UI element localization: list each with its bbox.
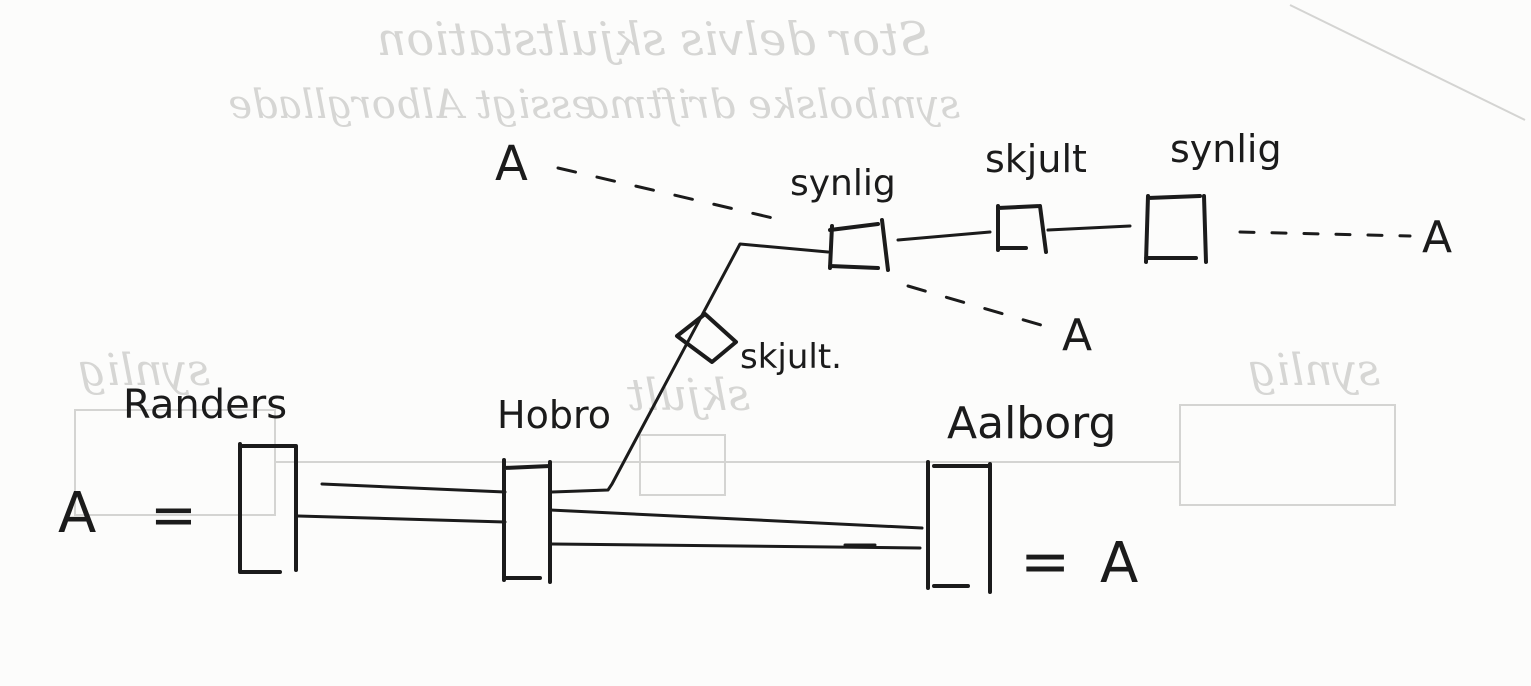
track-skjult1-synlig2 — [1046, 224, 1132, 232]
label-a-top-left: A — [495, 136, 528, 192]
ghost-layer: Stor delvis skjultstation symbolske drif… — [74, 4, 1526, 516]
ghost-text-mid: skjult — [627, 370, 750, 421]
equals-left: = — [150, 483, 197, 548]
track-hobro-aalborg-upper — [548, 508, 924, 530]
label-synlig-1: synlig — [790, 163, 896, 204]
equals-right: = — [1020, 527, 1070, 597]
label-a-left: A — [58, 481, 96, 546]
track-synlig1-skjult1 — [896, 230, 992, 242]
ghost-fold — [1289, 4, 1526, 121]
station-box-skjult-1 — [996, 204, 1048, 254]
label-skjult-2: skjult. — [740, 337, 842, 377]
ghost-box-right — [1179, 404, 1396, 506]
label-synlig-2: synlig — [1170, 127, 1282, 171]
ghost-text-line1: Stor delvis skjultstation — [377, 12, 930, 66]
ghost-text-right: synlig — [1248, 345, 1380, 396]
station-box-skjult-branch — [675, 312, 738, 364]
track-randers-hobro-lower — [296, 514, 507, 524]
label-skjult-1: skjult — [985, 137, 1087, 181]
label-aalborg: Aalborg — [947, 398, 1116, 449]
station-box-hobro — [502, 458, 552, 584]
label-a-top-right: A — [1422, 212, 1452, 263]
label-a-mid-right: A — [1062, 310, 1092, 361]
ghost-box-mid — [639, 434, 726, 496]
branch-track — [550, 242, 830, 494]
station-box-aalborg — [926, 460, 992, 594]
station-box-synlig-1 — [828, 218, 890, 272]
dashed-line-a-synlig — [556, 166, 792, 224]
station-box-synlig-2 — [1144, 194, 1208, 264]
station-box-randers — [238, 442, 298, 574]
dashed-line-synlig-a — [906, 284, 1060, 332]
dashed-line-synlig2-a — [1238, 230, 1412, 238]
label-a-right: A — [1100, 531, 1138, 596]
label-hobro: Hobro — [497, 393, 611, 437]
label-randers: Randers — [123, 382, 287, 428]
track-randers-hobro-upper — [320, 482, 507, 494]
ghost-text-left: synlig — [78, 345, 210, 396]
ghost-text-line2: symbolske driftmæssigt Alborgllade — [228, 82, 960, 128]
track-hobro-aalborg-lower — [550, 542, 922, 550]
